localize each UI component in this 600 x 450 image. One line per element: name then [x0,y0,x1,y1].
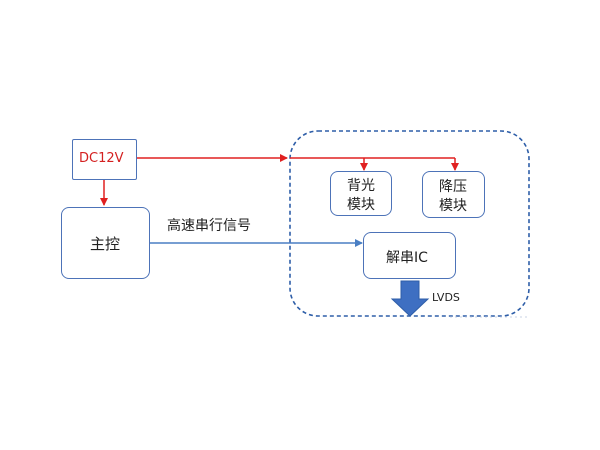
main-control-label: 主控 [90,235,121,253]
backlight-module-box: 背光 模块 [330,171,392,216]
stepdown-label-line1: 降压 [439,179,467,195]
dc12v-box: DC12V [72,139,137,180]
dc12v-label: DC12V [79,151,124,166]
serial-signal-label: 高速串行信号 [167,218,251,234]
deserializer-ic-box: 解串IC [363,232,456,279]
stepdown-label-line2: 模块 [439,198,467,214]
lvds-output-arrow [390,280,430,317]
backlight-label-line2: 模块 [347,197,375,213]
stepdown-module-box: 降压 模块 [422,171,485,218]
lvds-label: LVDS [432,291,460,304]
backlight-label-line1: 背光 [347,178,375,194]
deserializer-label: 解串IC [386,250,428,266]
main-control-box: 主控 [61,207,150,279]
